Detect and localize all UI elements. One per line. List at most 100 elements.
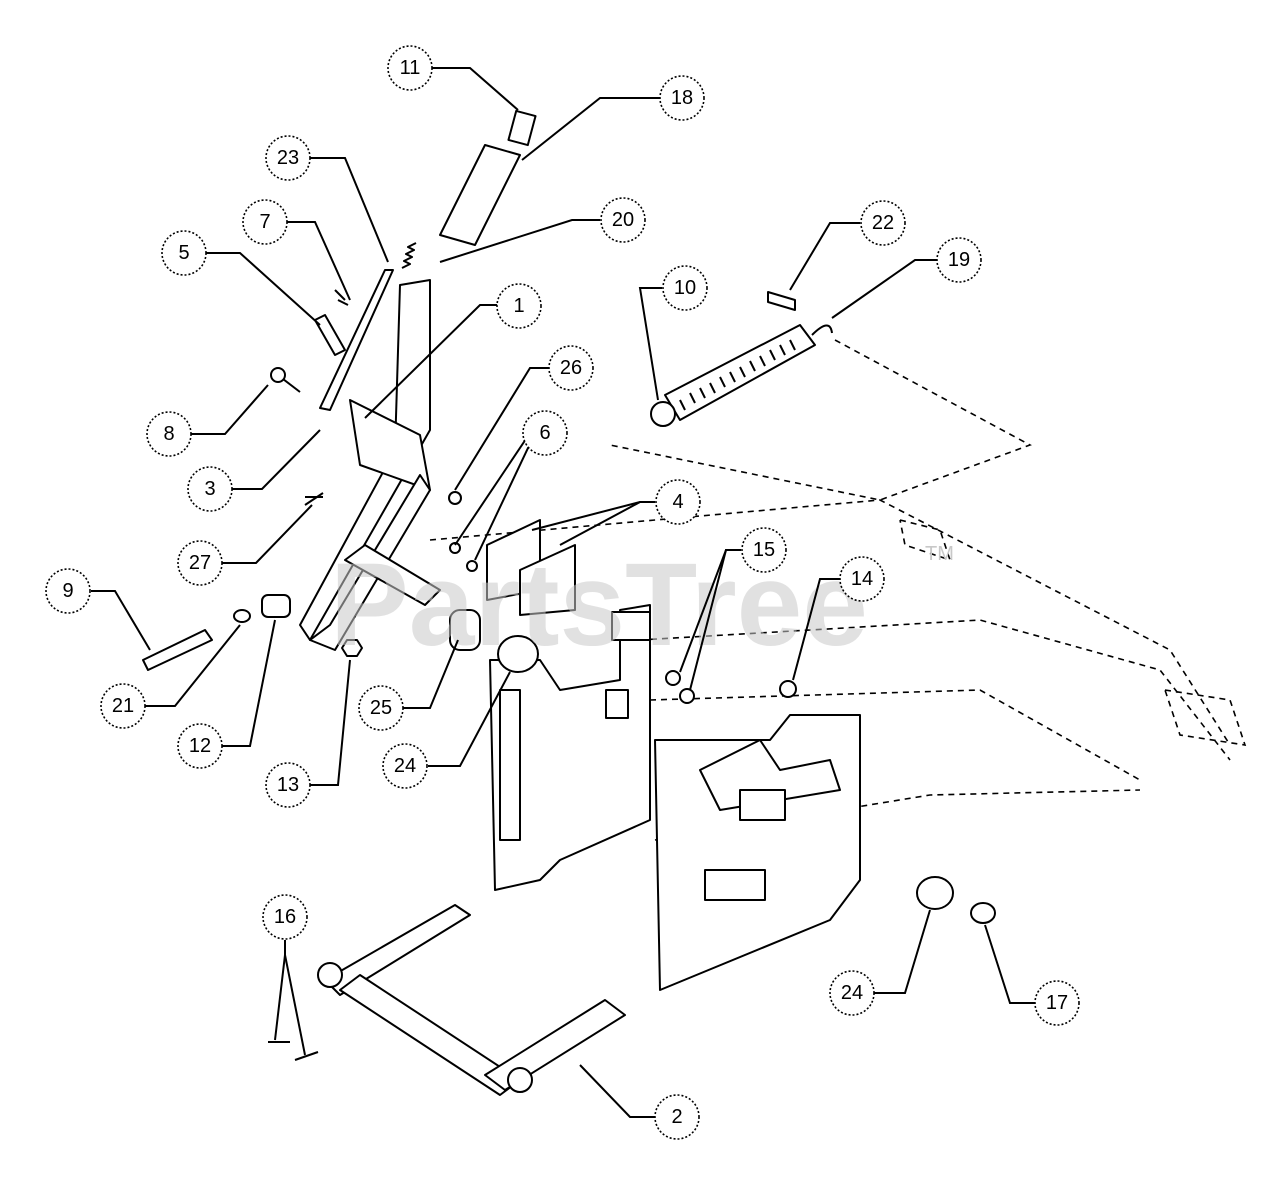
detent-bracket [486, 519, 576, 616]
callout-circle [600, 197, 646, 243]
bracket-bolts [449, 542, 478, 572]
callout-circle [522, 410, 568, 456]
callout-c2: 2 [654, 1094, 700, 1140]
callout-circle [382, 743, 428, 789]
callout-c17: 17 [1034, 980, 1080, 1026]
callout-label: 9 [62, 580, 73, 602]
callout-label: 4 [672, 491, 683, 513]
callout-label: 1 [513, 295, 524, 317]
hex-nut-26 [448, 491, 462, 505]
callout-circle [496, 283, 542, 329]
lock-nut-14 [779, 680, 797, 698]
callout-c3: 3 [187, 466, 233, 512]
callout-c19: 19 [936, 237, 982, 283]
callout-label: 6 [539, 422, 550, 444]
flat-washer [233, 609, 251, 623]
callout-c15: 15 [741, 527, 787, 573]
callout-c22: 22 [860, 200, 906, 246]
callout-c12: 12 [177, 723, 223, 769]
hex-nut-13 [341, 639, 363, 657]
callout-circle [358, 685, 404, 731]
callout-circle [936, 237, 982, 283]
callout-circle [839, 556, 885, 602]
mower-frame-outline [429, 339, 1247, 841]
callout-circle [100, 683, 146, 729]
callout-c6: 6 [522, 410, 568, 456]
callout-c24a: 24 [382, 743, 428, 789]
callout-circle [662, 265, 708, 311]
callout-label: 7 [259, 211, 270, 233]
callout-circle [177, 540, 223, 586]
spacer-bushing [261, 594, 291, 618]
callout-label: 23 [277, 147, 299, 169]
watermark-trademark: TM [925, 543, 954, 565]
callout-label: 24 [841, 982, 863, 1004]
callout-c11: 11 [387, 45, 433, 91]
callout-label: 24 [394, 755, 416, 777]
callout-c20: 20 [600, 197, 646, 243]
callout-c13: 13 [265, 762, 311, 808]
flange-bushing-upper [497, 635, 539, 673]
cross-shaft-upper [344, 544, 441, 606]
cotter-pin [304, 492, 324, 506]
left-side-plate [489, 604, 651, 891]
knob [507, 109, 537, 147]
callout-label: 10 [674, 277, 696, 299]
callout-circle [659, 75, 705, 121]
lower-lift-shaft [317, 904, 626, 1096]
callout-c14: 14 [839, 556, 885, 602]
callout-c5: 5 [161, 230, 207, 276]
callout-label: 11 [400, 57, 421, 79]
callout-c7: 7 [242, 199, 288, 245]
callout-c8: 8 [146, 411, 192, 457]
callout-label: 19 [948, 249, 970, 271]
clevis-pin [314, 314, 346, 356]
callout-label: 22 [872, 212, 894, 234]
roll-pins [268, 1041, 319, 1061]
callout-label: 18 [671, 87, 693, 109]
callout-circle [655, 479, 701, 525]
long-pin [142, 629, 213, 671]
callout-label: 26 [560, 357, 582, 379]
callout-circle [177, 723, 223, 769]
callout-label: 17 [1046, 992, 1068, 1014]
callout-label: 21 [112, 695, 134, 717]
callout-c4: 4 [655, 479, 701, 525]
retaining-ring [970, 902, 996, 924]
callout-circle [242, 199, 288, 245]
callout-circle [146, 411, 192, 457]
callout-c18: 18 [659, 75, 705, 121]
callout-c25: 25 [358, 685, 404, 731]
callout-label: 15 [753, 539, 775, 561]
callout-circle [654, 1094, 700, 1140]
callout-circle [161, 230, 207, 276]
extension-spring [664, 324, 833, 421]
callout-bubbles: 1234567891011121314151617181920212223242… [45, 45, 1080, 1140]
handle-grip [439, 144, 521, 246]
callout-circle [548, 345, 594, 391]
callout-c16: 16 [262, 894, 308, 940]
callout-circle [187, 466, 233, 512]
callout-label: 13 [277, 774, 299, 796]
callout-label: 5 [178, 242, 189, 264]
callout-circle [262, 894, 308, 940]
callout-c10: 10 [662, 265, 708, 311]
callout-label: 25 [370, 697, 392, 719]
callout-circle [860, 200, 906, 246]
spring-bolt [767, 291, 796, 311]
callout-label: 2 [671, 1106, 682, 1128]
watermark-text: PartsTree [330, 539, 868, 671]
right-side-plate [654, 714, 861, 991]
callout-circle [45, 568, 91, 614]
callout-label: 12 [189, 735, 211, 757]
callout-label: 27 [189, 552, 211, 574]
callout-c24b: 24 [829, 970, 875, 1016]
callout-c26: 26 [548, 345, 594, 391]
callout-circle [265, 762, 311, 808]
callout-c1: 1 [496, 283, 542, 329]
callout-label: 16 [274, 906, 296, 928]
callout-c27: 27 [177, 540, 223, 586]
callout-circle [741, 527, 787, 573]
callout-label: 20 [612, 209, 634, 231]
